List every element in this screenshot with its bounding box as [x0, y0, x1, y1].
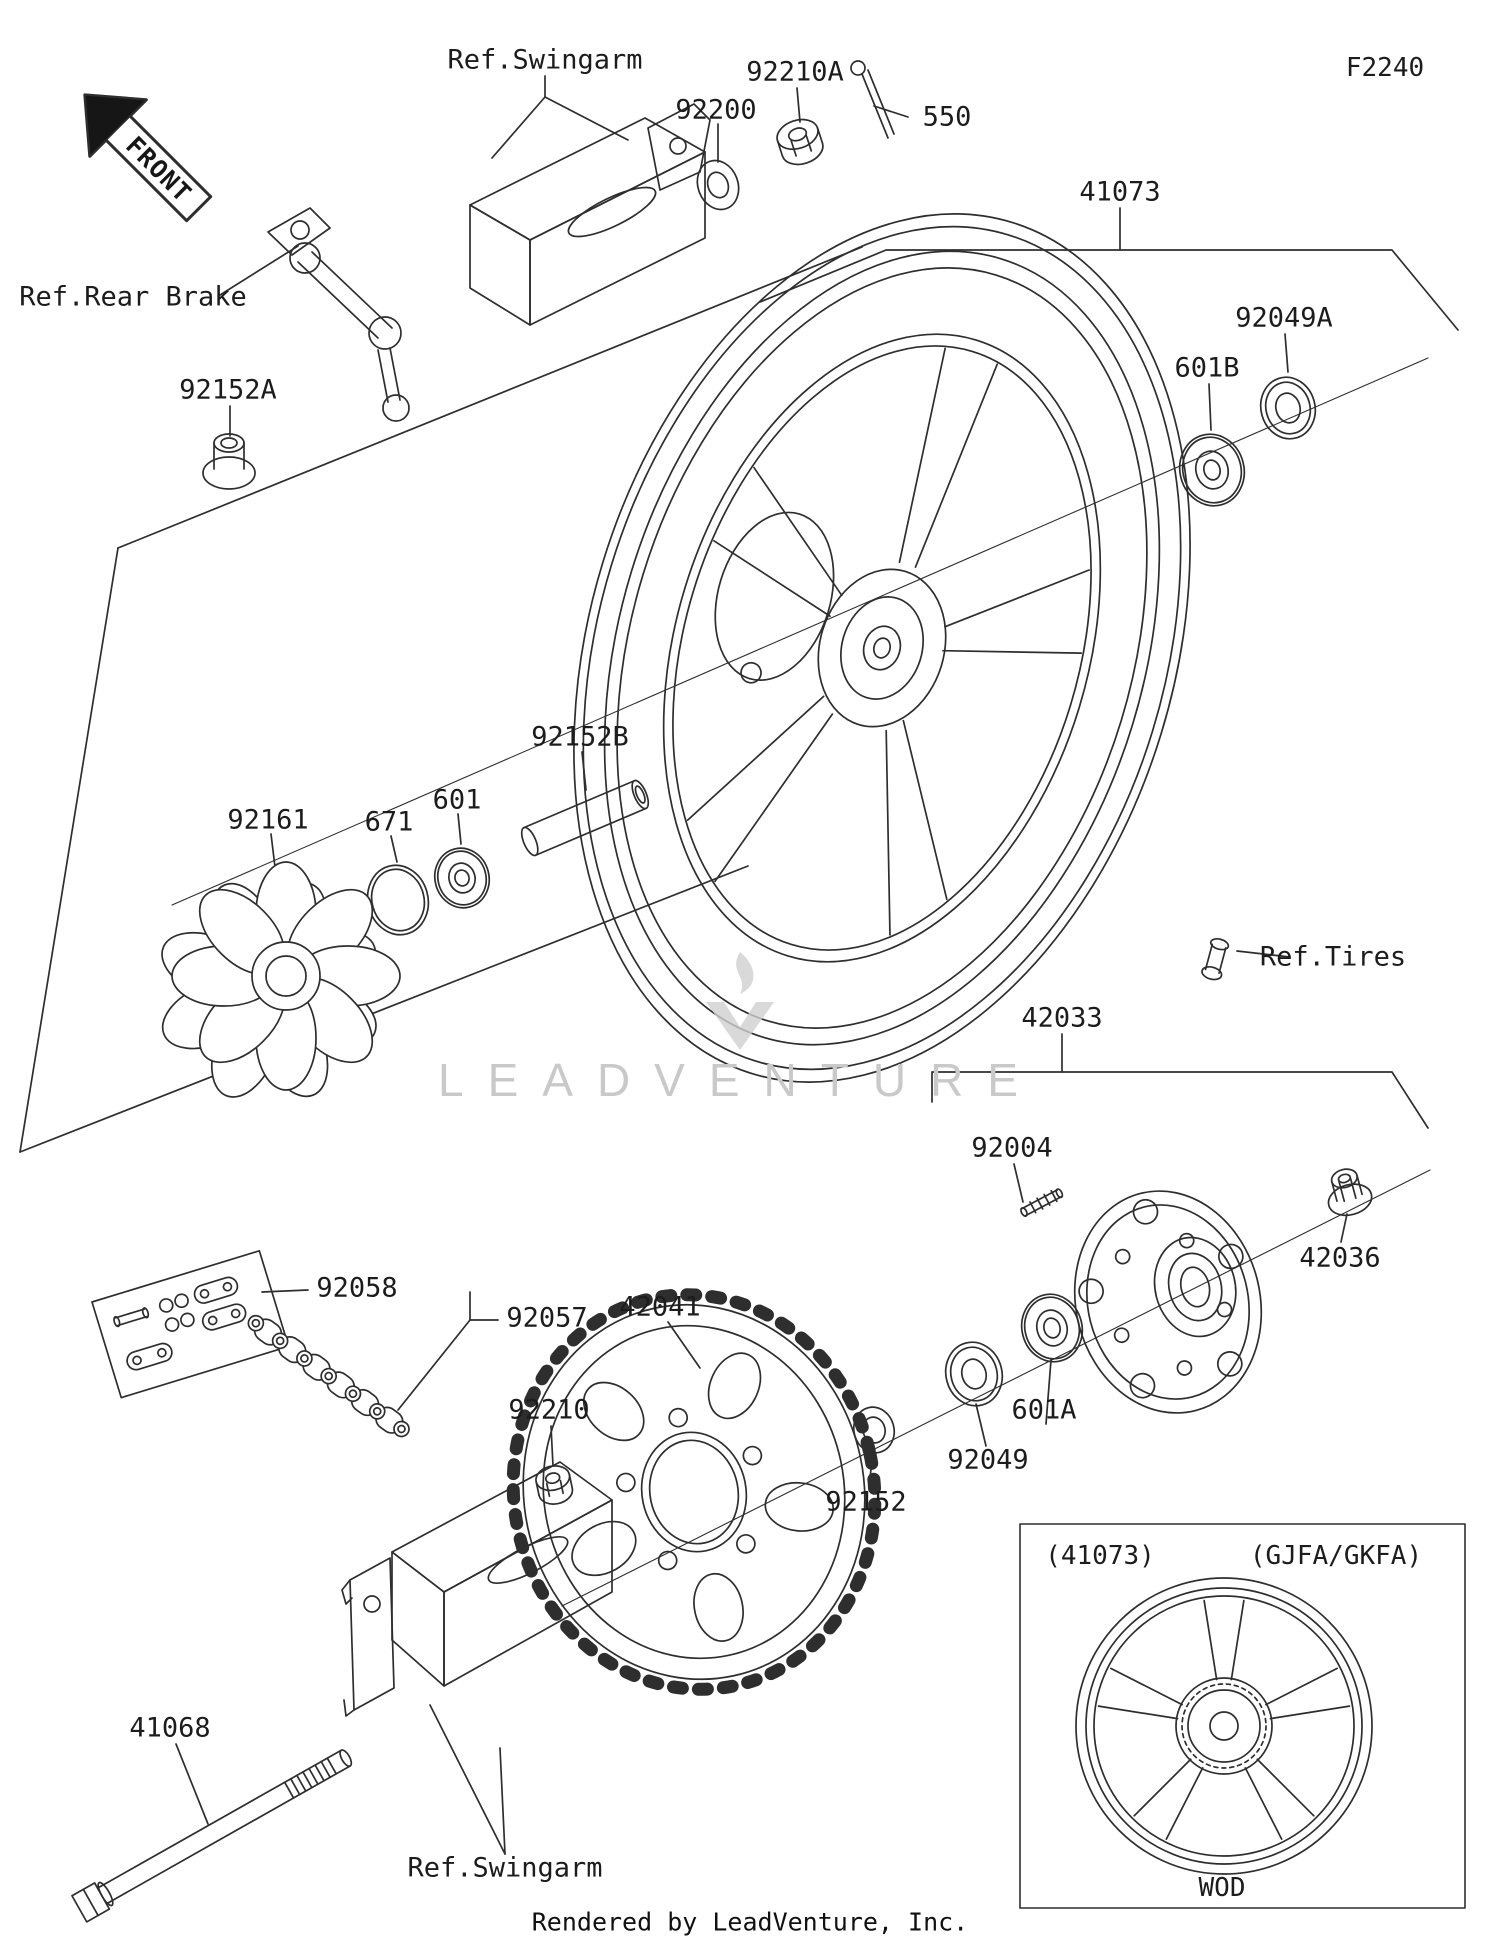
watermark-text: LEADVENTURE [438, 1054, 1042, 1106]
inset-right-label: (GJFA/GKFA) [1249, 1541, 1423, 1571]
inset-bottom-label: WOD [1198, 1873, 1246, 1903]
part-label-part-92210: 92210 [508, 1394, 590, 1426]
part-label-part-42036: 42036 [1299, 1242, 1381, 1274]
seal-92049 [944, 1341, 1004, 1407]
part-label-part-41073: 41073 [1079, 176, 1161, 208]
chain-joint-kit-92058 [91, 1249, 290, 1399]
inset-box [1019, 1523, 1466, 1909]
axle-nut-92210a [776, 118, 824, 166]
part-label-ref-swingarm-bottom: Ref.Swingarm [407, 1852, 603, 1884]
watermark-logo [706, 952, 774, 1050]
part-label-part-92058: 92058 [316, 1272, 398, 1304]
part-label-ref-tires: Ref.Tires [1259, 941, 1407, 973]
part-label-part-42033: 42033 [1021, 1002, 1103, 1034]
part-label-part-671: 671 [364, 806, 414, 838]
part-label-part-42041: 42041 [619, 1291, 701, 1323]
stud-92004 [1020, 1188, 1064, 1217]
bearing-601 [433, 847, 491, 909]
sprocket-holes [571, 1352, 835, 1642]
part-label-part-92004: 92004 [971, 1132, 1053, 1164]
wheel-spokes [686, 347, 1090, 936]
part-label-part-41068: 41068 [129, 1712, 211, 1744]
spacer-92152b [520, 779, 650, 857]
tire-valve [1201, 937, 1230, 981]
footer-credit: Rendered by LeadVenture, Inc. [531, 1907, 969, 1937]
part-label-part-601: 601 [432, 784, 482, 816]
inset-wheel-spokes [1097, 1599, 1351, 1841]
part-label-part-92200: 92200 [675, 94, 757, 126]
bearing-601a [1020, 1293, 1084, 1363]
bearing-601b [1178, 433, 1246, 507]
part-label-part-92152a: 92152A [179, 374, 277, 406]
axle-41068 [71, 1749, 353, 1923]
part-label-ref-rear-brake: Ref.Rear Brake [19, 281, 247, 313]
seal-92049a [1259, 376, 1317, 440]
inset-left-label: (41073) [1045, 1541, 1155, 1571]
part-label-part-92161: 92161 [227, 804, 309, 836]
part-label-part-550: 550 [922, 101, 972, 133]
sprocket-nut-92210 [535, 1465, 574, 1505]
swingarm-bottom [341, 1461, 613, 1717]
rear-brake-linkage [267, 207, 410, 422]
part-label-part-92049: 92049 [947, 1444, 1029, 1476]
collar-92152a [202, 433, 256, 490]
cotter-pin-550 [850, 60, 895, 139]
part-label-part-92152: 92152 [825, 1486, 907, 1518]
part-label-part-92057: 92057 [506, 1302, 588, 1334]
collar-42036 [1327, 1168, 1373, 1217]
part-label-ref-swingarm-top: Ref.Swingarm [447, 44, 643, 76]
part-label-part-601b: 601B [1174, 352, 1240, 384]
drive-chain-92057 [247, 1314, 410, 1438]
part-label-part-92049a: 92049A [1235, 302, 1333, 334]
construction-lines [19, 246, 1431, 1607]
part-label-part-92152b: 92152B [531, 721, 629, 753]
inset-wheel [1075, 1577, 1373, 1875]
part-label-part-92210a: 92210A [746, 56, 844, 88]
page-code: F2240 [1345, 53, 1425, 83]
swingarm-top [469, 103, 711, 326]
axle-thread-ticks [283, 1757, 338, 1799]
damper-center [251, 941, 321, 1011]
part-label-part-601a: 601A [1011, 1394, 1077, 1426]
rear-wheel [573, 213, 1191, 1083]
sprocket-42041 [506, 1288, 882, 1696]
leader-lines [175, 75, 1459, 1855]
